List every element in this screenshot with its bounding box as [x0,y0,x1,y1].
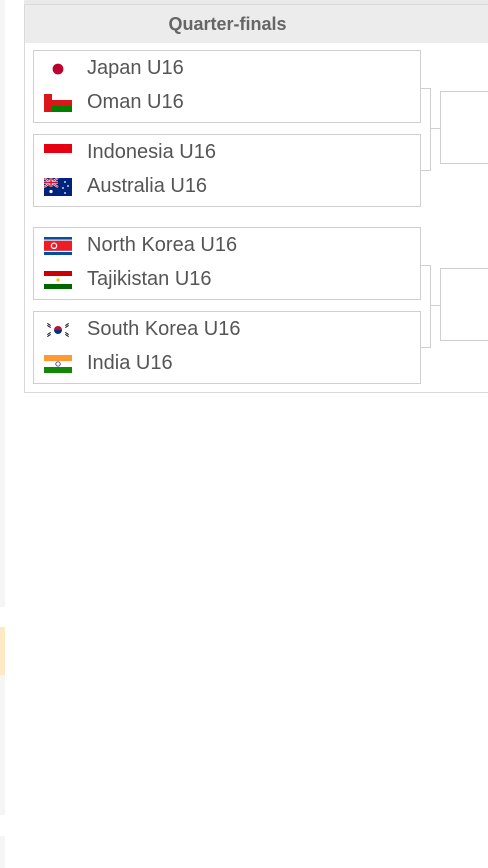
team-row[interactable]: Tajikistan U16 [34,263,420,296]
india-flag-icon [44,354,72,373]
bracket-connector-line [430,128,440,129]
team-row[interactable]: India U16 [34,347,420,380]
team-name: Indonesia U16 [87,141,216,163]
team-row[interactable]: North Korea U16 [34,229,420,262]
north-korea-flag-icon [44,236,72,255]
team-name: Tajikistan U16 [87,268,212,290]
match-card[interactable]: North Korea U16 Tajikistan U16 [33,227,421,300]
match-card[interactable]: Indonesia U16 Australia U16 [33,134,421,207]
oman-flag-icon [44,93,72,112]
match-card[interactable]: Japan U16 Oman U16 [33,50,421,123]
team-name: India U16 [87,352,173,374]
round-header: Quarter-finals [25,5,488,43]
team-name: South Korea U16 [87,318,241,340]
left-sidebar-strip [0,0,5,607]
panel-top-edge [24,0,488,4]
team-name: Australia U16 [87,175,208,197]
round-title: Quarter-finals [168,13,287,34]
team-name: Oman U16 [87,91,184,113]
left-sidebar-strip [0,836,5,868]
tajikistan-flag-icon [44,270,72,289]
indonesia-flag-icon [44,143,72,162]
left-sidebar-gap [0,607,5,627]
team-row[interactable]: South Korea U16 [34,313,420,346]
team-row[interactable]: Japan U16 [34,52,420,85]
bracket-connector [421,88,431,171]
semi-final-slot [440,91,488,164]
south-korea-flag-icon [44,320,72,339]
bracket-connector [421,265,431,348]
team-row[interactable]: Australia U16 [34,170,420,203]
left-sidebar-strip [0,675,5,815]
team-name: Japan U16 [87,57,184,79]
match-card[interactable]: South Korea U16 India U16 [33,311,421,384]
team-name: North Korea U16 [87,234,238,256]
team-row[interactable]: Oman U16 [34,86,420,119]
left-sidebar-highlight [0,627,5,675]
japan-flag-icon [44,59,72,78]
team-row[interactable]: Indonesia U16 [34,136,420,169]
bracket-connector-line [430,305,440,306]
australia-flag-icon [44,177,72,196]
semi-final-slot [440,268,488,341]
